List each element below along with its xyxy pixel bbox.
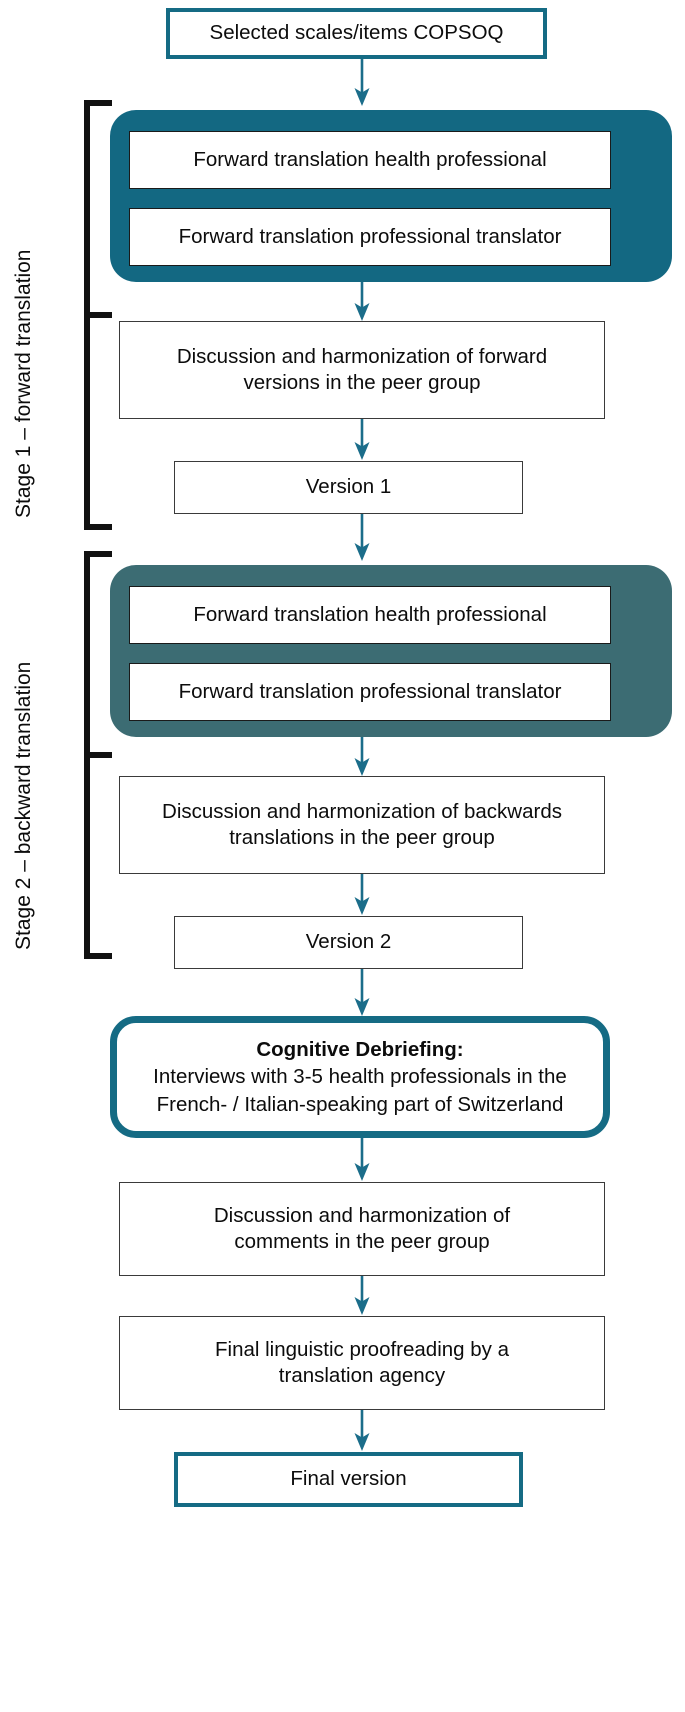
node-s2-forward-translator: Forward translation professional transla… bbox=[129, 663, 611, 721]
node-s1-forward-translator: Forward translation professional transla… bbox=[129, 208, 611, 266]
node-final-proofreading-line1: Final linguistic proofreading by a bbox=[215, 1337, 509, 1361]
node-s2-forward-health-label: Forward translation health professional bbox=[193, 602, 547, 626]
node-s1-discussion: Discussion and harmonization of forward … bbox=[119, 321, 605, 419]
node-s1-forward-translator-label: Forward translation professional transla… bbox=[178, 224, 562, 248]
node-version-2-label: Version 2 bbox=[305, 930, 392, 954]
stage-bracket-icon bbox=[82, 551, 116, 959]
down-arrow-icon bbox=[350, 282, 374, 322]
node-version-2: Version 2 bbox=[174, 916, 523, 969]
stage-label-2: Stage 2 – backward translation bbox=[12, 661, 35, 950]
node-s2-forward-translator-label: Forward translation professional transla… bbox=[178, 679, 562, 703]
down-arrow-icon bbox=[350, 1138, 374, 1182]
stage-label-1: Stage 1 – forward translation bbox=[12, 249, 35, 519]
node-cognitive-debriefing-line1: Interviews with 3-5 health professionals… bbox=[153, 1065, 567, 1089]
node-version-1: Version 1 bbox=[174, 461, 523, 514]
down-arrow-icon bbox=[350, 1276, 374, 1316]
node-s2-discussion-line2: translations in the peer group bbox=[229, 826, 495, 849]
down-arrow-icon bbox=[350, 59, 374, 107]
node-s1-discussion-line2: versions in the peer group bbox=[243, 371, 481, 394]
down-arrow-icon bbox=[350, 874, 374, 916]
node-s2-discussion: Discussion and harmonization of backward… bbox=[119, 776, 605, 874]
node-comments-discussion-line1: Discussion and harmonization of bbox=[213, 1203, 511, 1227]
node-comments-discussion-line2: comments in the peer group bbox=[234, 1230, 490, 1253]
down-arrow-icon bbox=[350, 737, 374, 777]
down-arrow-icon bbox=[350, 969, 374, 1017]
down-arrow-icon bbox=[350, 419, 374, 461]
node-start: Selected scales/items COPSOQ bbox=[166, 8, 547, 59]
node-final-proofreading-line2: translation agency bbox=[278, 1364, 446, 1387]
down-arrow-icon bbox=[350, 514, 374, 562]
node-s1-forward-health-label: Forward translation health professional bbox=[193, 147, 547, 171]
node-s1-forward-health: Forward translation health professional bbox=[129, 131, 611, 189]
node-cognitive-debriefing-line2: French- / Italian-speaking part of Switz… bbox=[156, 1092, 564, 1116]
node-version-1-label: Version 1 bbox=[305, 475, 392, 499]
stage-bracket-icon bbox=[82, 100, 116, 530]
node-s2-forward-health: Forward translation health professional bbox=[129, 586, 611, 644]
node-final-version-label: Final version bbox=[290, 1467, 407, 1491]
node-s2-discussion-line1: Discussion and harmonization of backward… bbox=[162, 799, 562, 823]
node-comments-discussion: Discussion and harmonization of comments… bbox=[119, 1182, 605, 1276]
node-start-label: Selected scales/items COPSOQ bbox=[209, 21, 504, 45]
node-final-version: Final version bbox=[174, 1452, 523, 1507]
node-s1-discussion-line1: Discussion and harmonization of forward bbox=[176, 344, 548, 368]
node-cognitive-debriefing: Cognitive Debriefing: Interviews with 3-… bbox=[110, 1016, 610, 1138]
node-final-proofreading: Final linguistic proofreading by a trans… bbox=[119, 1316, 605, 1410]
node-cognitive-debriefing-heading: Cognitive Debriefing: bbox=[256, 1038, 464, 1062]
down-arrow-icon bbox=[350, 1410, 374, 1452]
